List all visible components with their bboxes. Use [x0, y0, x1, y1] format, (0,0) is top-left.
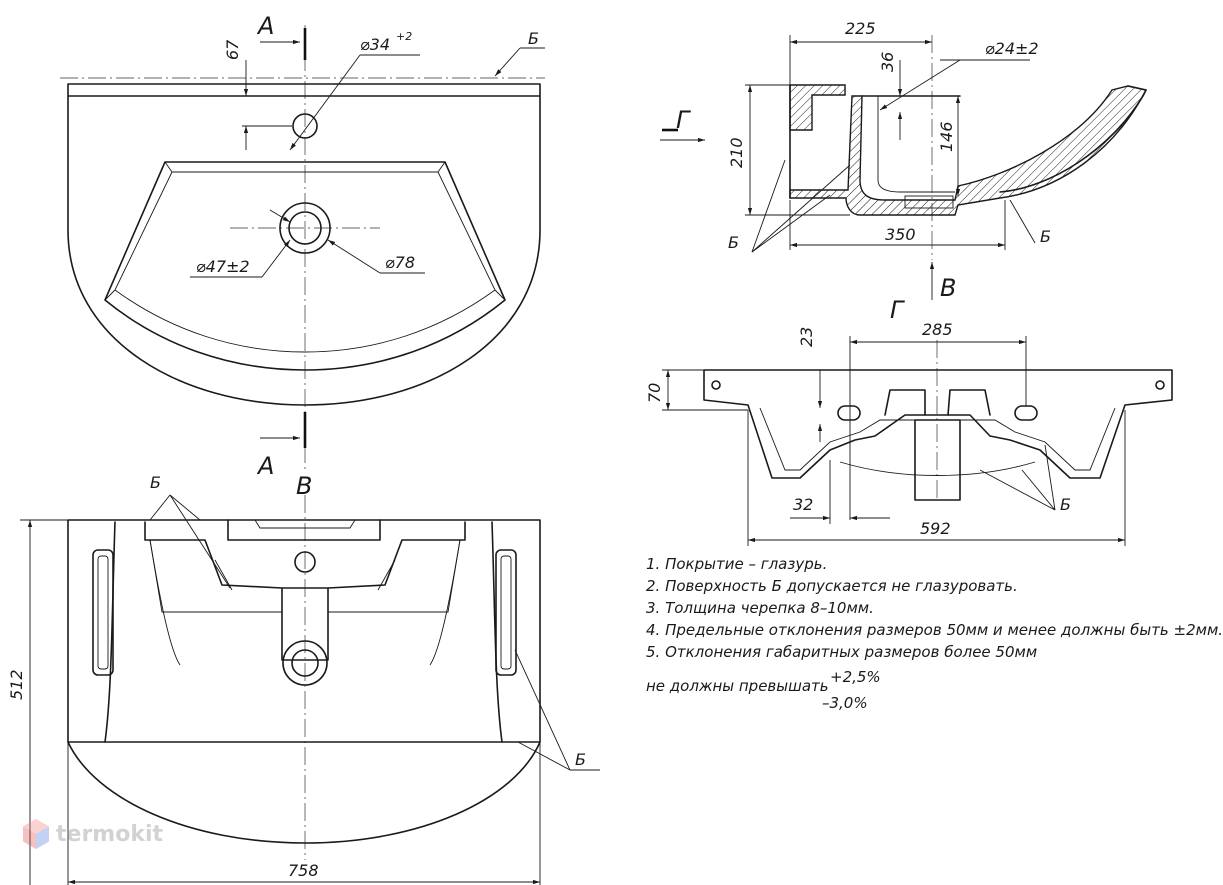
- label-surface-b-bottom-top: Б: [150, 473, 161, 492]
- label-surface-b-front: Б: [1060, 495, 1071, 514]
- section-label-a-top: А: [256, 12, 274, 40]
- watermark: termokit: [22, 818, 163, 850]
- note-5: 5. Отклонения габаритных размеров более …: [646, 643, 1038, 661]
- dim-592: 592: [920, 519, 951, 538]
- label-surface-b-bottom-right: Б: [575, 750, 586, 769]
- drain-outer: [279, 202, 331, 254]
- top-outline: [67, 83, 541, 406]
- label-surface-b-top: Б: [528, 29, 539, 48]
- front-outline: [703, 369, 1173, 479]
- dim-758: 758: [288, 861, 319, 880]
- front-view: 285 23 70 32 592 Г Б: [645, 296, 1173, 546]
- note-2: 2. Поверхность Б допускается не глазуров…: [646, 577, 1018, 595]
- dim-hole-34: ⌀34: [360, 35, 390, 54]
- dim-285: 285: [922, 320, 953, 339]
- arrow-label-g: Г: [676, 106, 691, 134]
- bowl-outline: [104, 161, 506, 371]
- dim-hole-34-tol: +2: [396, 30, 412, 43]
- dim-70: 70: [645, 383, 664, 403]
- dim-24: ⌀24±2: [985, 39, 1039, 58]
- tolerance-minus: –3,0%: [822, 694, 868, 712]
- bottom-view: 512 758 В Б Б: [7, 472, 600, 885]
- top-view: 67 ⌀34 +2 Б ⌀47±2 ⌀78 А А: [60, 12, 545, 480]
- dim-drain-78: ⌀78: [385, 253, 415, 272]
- tap-hole: [292, 113, 318, 139]
- section-label-a-bottom: А: [256, 452, 274, 480]
- view-label-g: Г: [890, 296, 905, 324]
- dim-32: 32: [793, 495, 813, 514]
- dim-225: 225: [845, 19, 876, 38]
- dim-36: 36: [878, 52, 897, 72]
- dim-drain-47: ⌀47±2: [196, 257, 250, 276]
- watermark-logo-icon: [23, 819, 49, 849]
- dim-67: 67: [223, 39, 242, 60]
- drain-inner: [288, 211, 322, 245]
- notes-block: 1. Покрытие – глазурь. 2. Поверхность Б …: [646, 553, 1223, 697]
- note-3: 3. Толщина черепка 8–10мм.: [646, 599, 874, 617]
- dim-512: 512: [7, 669, 26, 700]
- label-surface-b-side-left: Б: [728, 233, 739, 252]
- dim-350: 350: [885, 225, 916, 244]
- watermark-text: termokit: [56, 821, 164, 847]
- arrow-label-v: В: [940, 274, 956, 302]
- tolerance-plus: +2,5%: [830, 668, 881, 686]
- note-1: 1. Покрытие – глазурь.: [646, 555, 828, 573]
- dim-146: 146: [937, 121, 956, 152]
- note-4: 4. Предельные отклонения размеров 50мм и…: [646, 621, 1223, 639]
- note-5-continuation: не должны превышать: [646, 677, 829, 695]
- dim-23: 23: [797, 327, 816, 347]
- dim-210: 210: [727, 137, 746, 168]
- view-label-v: В: [296, 472, 312, 500]
- side-section: 225 36 ⌀24±2 210 146 350 Г В Б Б: [660, 19, 1148, 302]
- label-surface-b-side-right: Б: [1040, 227, 1051, 246]
